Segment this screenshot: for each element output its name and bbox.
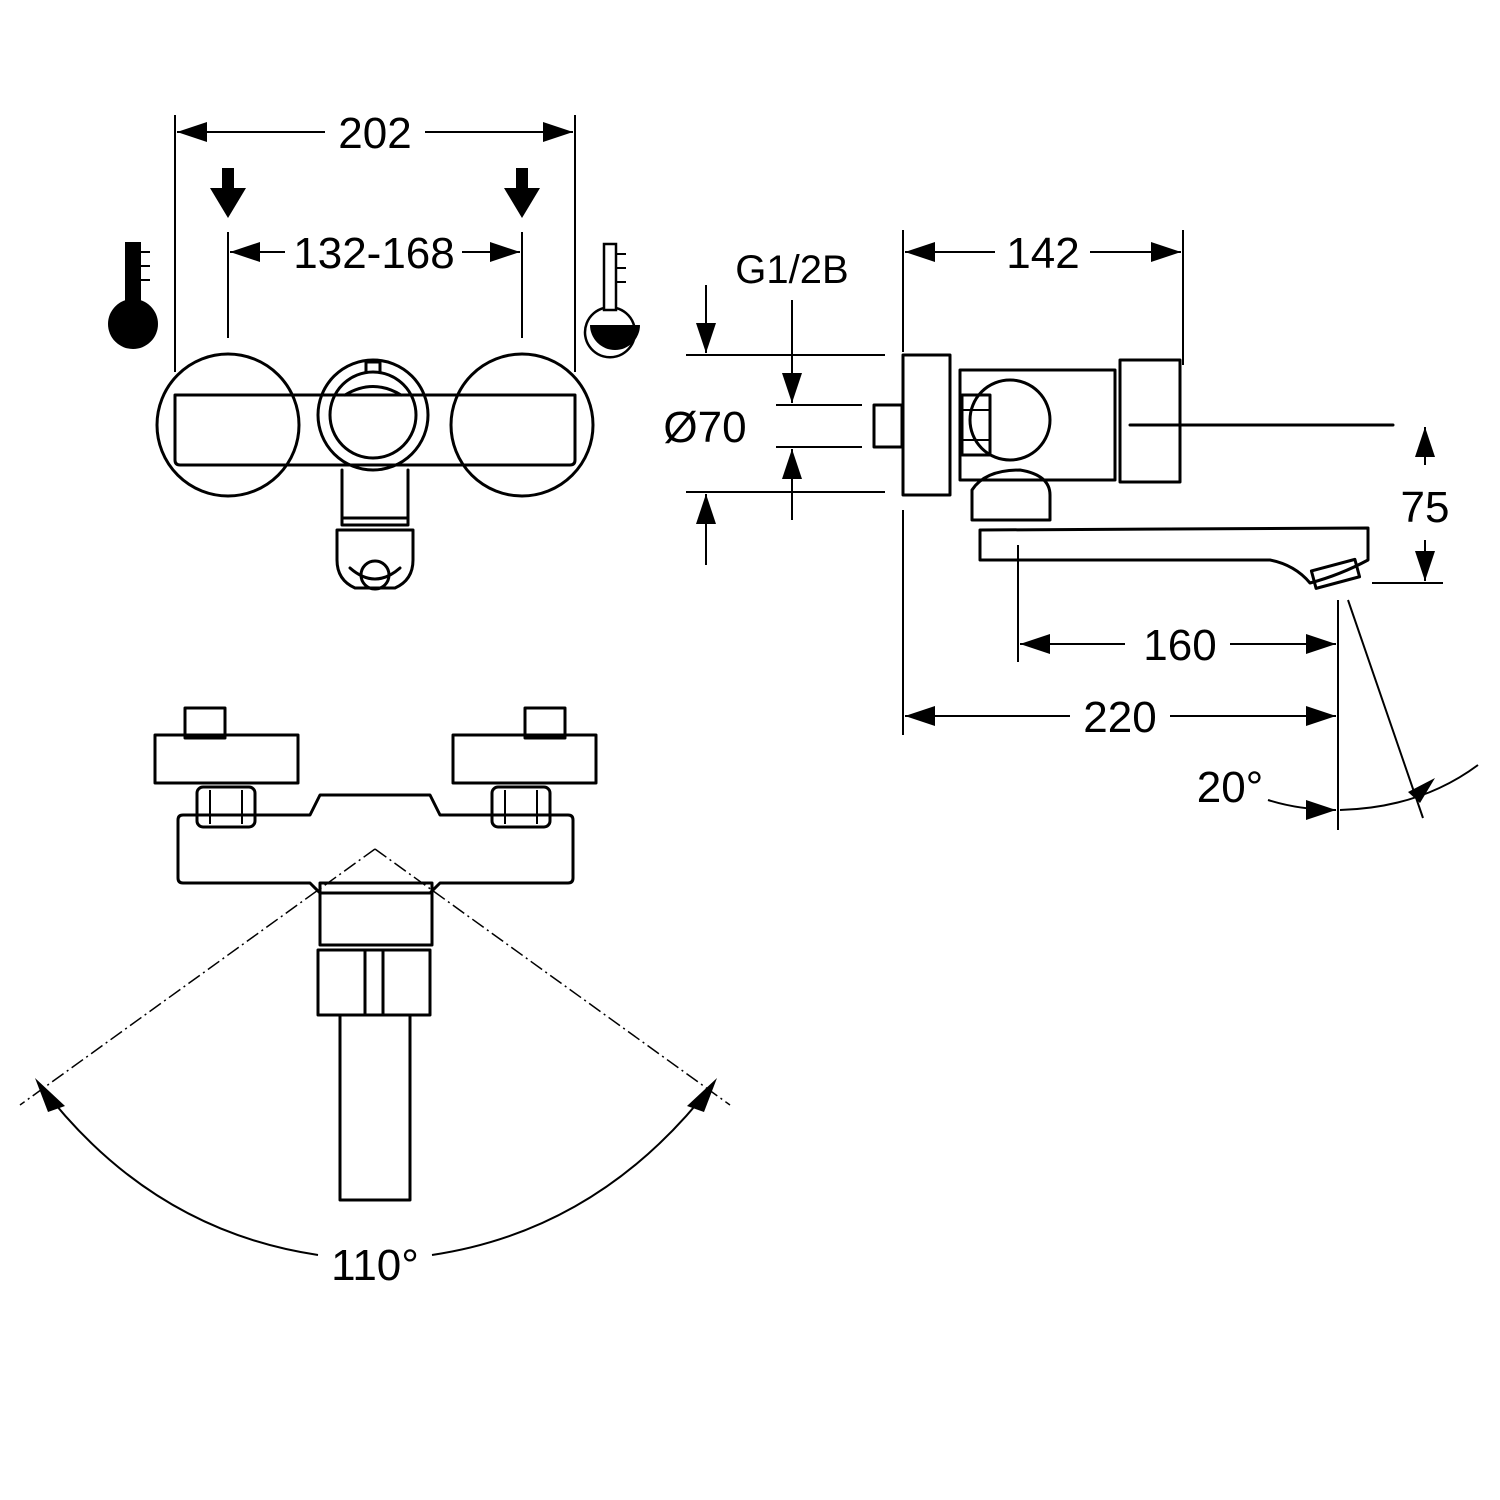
top-view: 110° xyxy=(19,706,731,1290)
dim-spout-height: 75 xyxy=(1401,483,1450,532)
dim-flange-diameter: Ø70 xyxy=(663,403,746,452)
dim-thread: G1/2B xyxy=(735,248,848,292)
arrow-down-icon xyxy=(210,168,246,218)
side-view: 142 G1/2B Ø70 75 xyxy=(663,229,1479,830)
dim-total-projection: 220 xyxy=(1083,693,1156,742)
thermometer-hot-icon xyxy=(583,242,640,359)
front-view: 202 132-168 xyxy=(108,109,640,591)
thermometer-cold-icon xyxy=(108,242,158,349)
dim-spout-reach: 160 xyxy=(1143,621,1216,670)
dim-depth: 142 xyxy=(1006,229,1079,278)
dim-overall-width: 202 xyxy=(338,109,411,158)
arrow-down-icon xyxy=(504,168,540,218)
dim-connection-centers: 132-168 xyxy=(293,229,454,278)
dim-spout-angle: 20° xyxy=(1197,763,1264,812)
dim-swivel-angle: 110° xyxy=(331,1241,419,1290)
